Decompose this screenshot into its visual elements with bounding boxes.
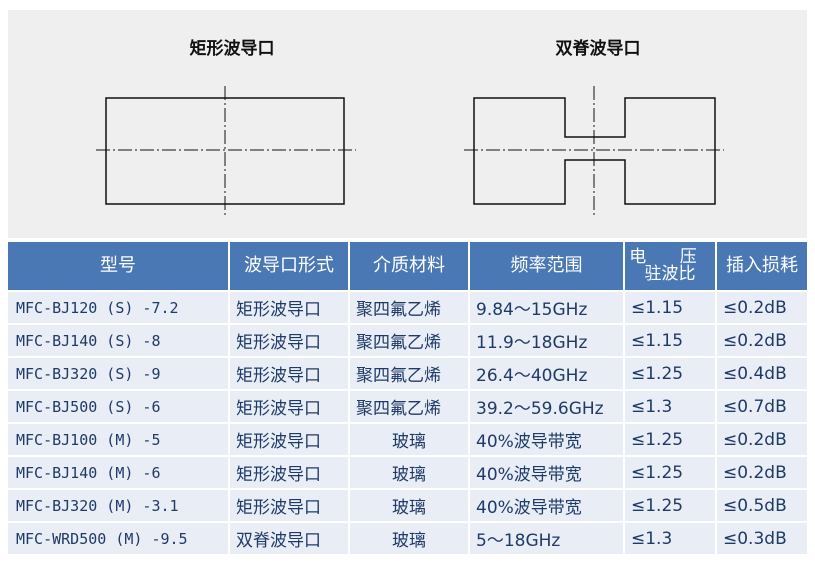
cell-model: MFC-WRD500 (M) -9.5 <box>8 523 230 556</box>
cell-port-type: 矩形波导口 <box>230 424 350 457</box>
header-frequency-range: 频率范围 <box>470 242 625 292</box>
cell-insertion-loss: ≤0.3dB <box>717 523 807 556</box>
cell-frequency-range: 26.4～40GHz <box>470 358 625 391</box>
cell-vswr: ≤1.15 <box>625 292 717 325</box>
header-vswr: 电 压 驻波比 <box>625 242 717 292</box>
cell-dielectric: 玻璃 <box>350 424 470 457</box>
cell-dielectric: 聚四氟乙烯 <box>350 358 470 391</box>
rectangular-waveguide-title: 矩形波导口 <box>189 39 275 59</box>
cell-frequency-range: 40%波导带宽 <box>470 490 625 523</box>
cell-model: MFC-BJ320 (S) -9 <box>8 358 230 391</box>
cell-insertion-loss: ≤0.7dB <box>717 391 807 424</box>
cell-vswr: ≤1.25 <box>625 457 717 490</box>
table-row: MFC-BJ320 (M) -3.1 矩形波导口 玻璃 40%波导带宽 ≤1.2… <box>8 490 807 523</box>
cell-frequency-range: 11.9～18GHz <box>470 325 625 358</box>
cell-model: MFC-BJ140 (M) -6 <box>8 457 230 490</box>
cell-vswr: ≤1.25 <box>625 490 717 523</box>
cell-model: MFC-BJ500 (S) -6 <box>8 391 230 424</box>
cell-port-type: 矩形波导口 <box>230 358 350 391</box>
table-row: MFC-BJ100 (M) -5 矩形波导口 玻璃 40%波导带宽 ≤1.25 … <box>8 424 807 457</box>
header-insertion-loss: 插入损耗 <box>717 242 807 292</box>
cell-insertion-loss: ≤0.2dB <box>717 325 807 358</box>
waveguide-diagrams <box>96 86 724 216</box>
table-row: MFC-BJ140 (M) -6 矩形波导口 玻璃 40%波导带宽 ≤1.25 … <box>8 457 807 490</box>
header-vswr-line2: 驻波比 <box>644 264 696 284</box>
header-dielectric: 介质材料 <box>350 242 470 292</box>
cell-model: MFC-BJ140 (S) -8 <box>8 325 230 358</box>
cell-insertion-loss: ≤0.4dB <box>717 358 807 391</box>
table-row: MFC-WRD500 (M) -9.5 双脊波导口 玻璃 5～18GHz ≤1.… <box>8 523 807 556</box>
cell-insertion-loss: ≤0.2dB <box>717 424 807 457</box>
cell-port-type: 双脊波导口 <box>230 523 350 556</box>
table-row: MFC-BJ500 (S) -6 矩形波导口 聚四氟乙烯 39.2～59.6GH… <box>8 391 807 424</box>
header-vswr-line1: 电 压 <box>629 247 711 267</box>
cell-dielectric: 聚四氟乙烯 <box>350 292 470 325</box>
cell-frequency-range: 9.84～15GHz <box>470 292 625 325</box>
spec-table: 型号 波导口形式 介质材料 频率范围 电 压 驻波比 插入损耗 MFC-BJ12… <box>8 242 807 556</box>
cell-dielectric: 玻璃 <box>350 523 470 556</box>
table-header-row: 型号 波导口形式 介质材料 频率范围 电 压 驻波比 插入损耗 <box>8 242 807 292</box>
cell-insertion-loss: ≤0.5dB <box>717 490 807 523</box>
cell-model: MFC-BJ320 (M) -3.1 <box>8 490 230 523</box>
table-row: MFC-BJ140 (S) -8 矩形波导口 聚四氟乙烯 11.9～18GHz … <box>8 325 807 358</box>
cell-dielectric: 聚四氟乙烯 <box>350 391 470 424</box>
cell-vswr: ≤1.3 <box>625 391 717 424</box>
cell-vswr: ≤1.15 <box>625 325 717 358</box>
cell-frequency-range: 5～18GHz <box>470 523 625 556</box>
double-ridge-waveguide-title: 双脊波导口 <box>555 39 641 59</box>
cell-dielectric: 聚四氟乙烯 <box>350 325 470 358</box>
cell-model: MFC-BJ120 (S) -7.2 <box>8 292 230 325</box>
cell-vswr: ≤1.25 <box>625 424 717 457</box>
cell-model: MFC-BJ100 (M) -5 <box>8 424 230 457</box>
table-row: MFC-BJ320 (S) -9 矩形波导口 聚四氟乙烯 26.4～40GHz … <box>8 358 807 391</box>
cell-port-type: 矩形波导口 <box>230 292 350 325</box>
cell-frequency-range: 39.2～59.6GHz <box>470 391 625 424</box>
table-row: MFC-BJ120 (S) -7.2 矩形波导口 聚四氟乙烯 9.84～15GH… <box>8 292 807 325</box>
cell-insertion-loss: ≤0.2dB <box>717 292 807 325</box>
cell-dielectric: 玻璃 <box>350 457 470 490</box>
cell-port-type: 矩形波导口 <box>230 391 350 424</box>
cell-vswr: ≤1.3 <box>625 523 717 556</box>
double-ridge-port-outline <box>473 97 716 205</box>
cell-dielectric: 玻璃 <box>350 490 470 523</box>
cell-port-type: 矩形波导口 <box>230 457 350 490</box>
header-port-type: 波导口形式 <box>230 242 350 292</box>
diagram-panel: 矩形波导口 双脊波导口 <box>8 10 807 238</box>
header-model: 型号 <box>8 242 230 292</box>
rectangular-waveguide-drawing <box>96 86 356 216</box>
cell-vswr: ≤1.25 <box>625 358 717 391</box>
double-ridge-waveguide-drawing <box>464 86 724 216</box>
cell-insertion-loss: ≤0.2dB <box>717 457 807 490</box>
cell-port-type: 矩形波导口 <box>230 325 350 358</box>
cell-frequency-range: 40%波导带宽 <box>470 457 625 490</box>
cell-frequency-range: 40%波导带宽 <box>470 424 625 457</box>
cell-port-type: 矩形波导口 <box>230 490 350 523</box>
